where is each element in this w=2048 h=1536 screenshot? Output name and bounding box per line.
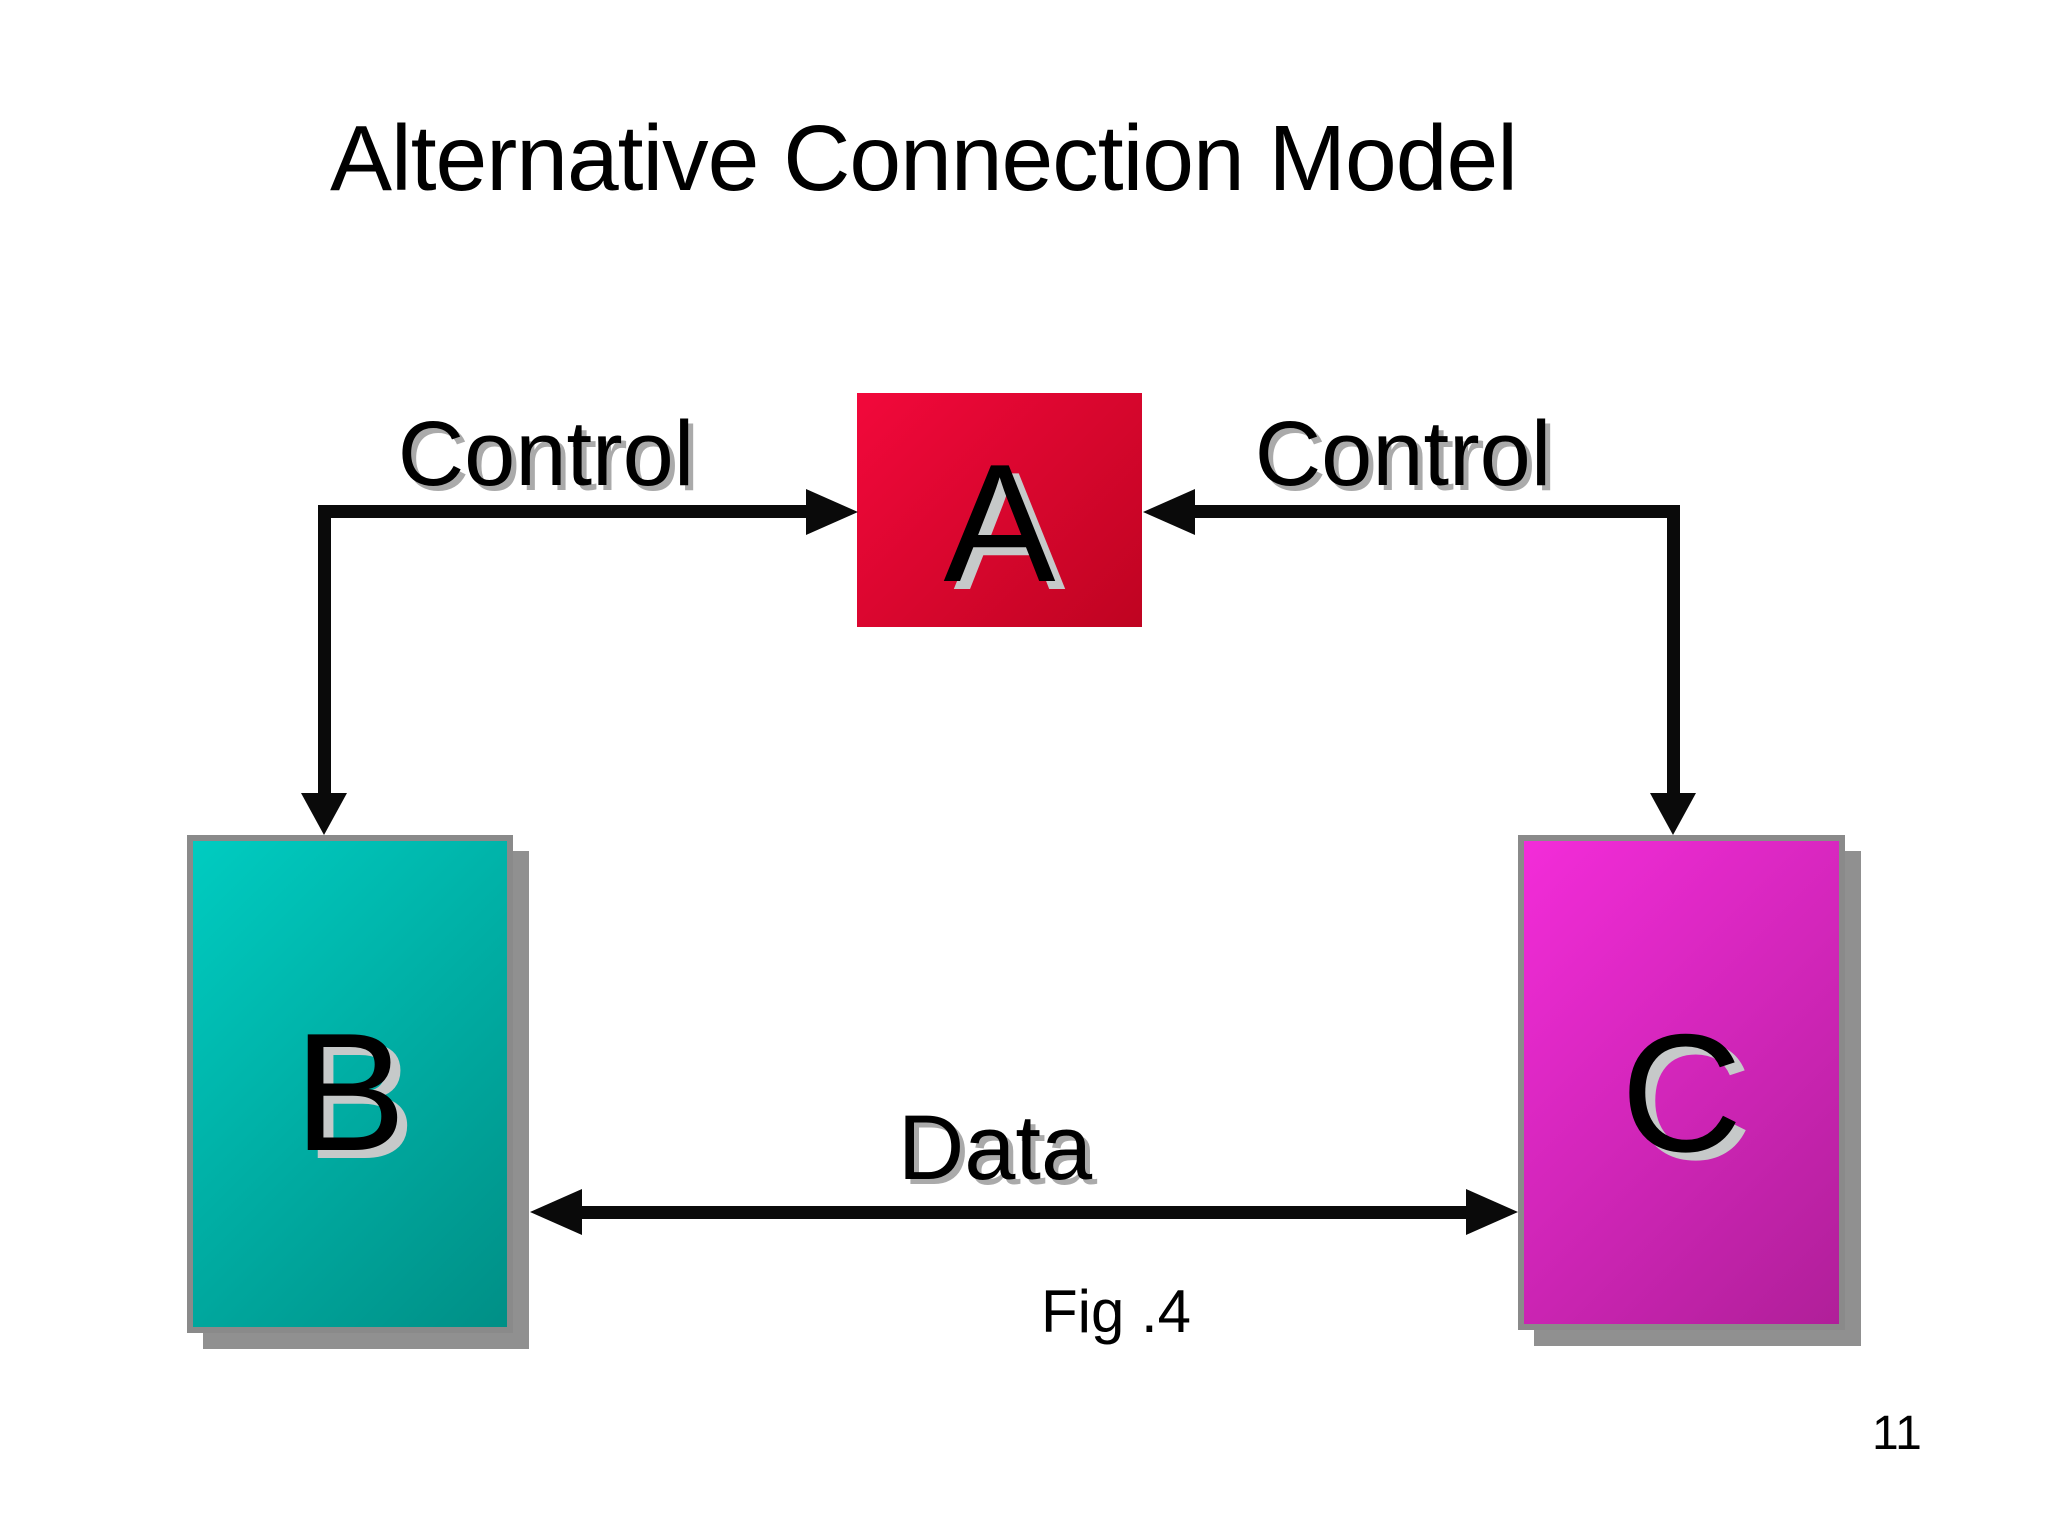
control-left-horizontal-line	[318, 505, 806, 518]
control-left-vertical-line	[318, 505, 331, 795]
node-c-label: C	[1620, 998, 1743, 1187]
page-title: Alternative Connection Model	[330, 106, 1518, 210]
page-number: 11	[1872, 1407, 1922, 1460]
control-right-horizontal-line	[1195, 505, 1680, 518]
control-right-arrowhead-to-a-icon	[1143, 489, 1195, 535]
node-b-label: B	[293, 998, 407, 1186]
edge-label-control-right: Control	[1254, 403, 1552, 505]
node-c-box: C	[1518, 835, 1845, 1330]
figure-caption: Fig .4	[1040, 1278, 1192, 1345]
data-arrowhead-to-b-icon	[530, 1189, 582, 1235]
data-arrowhead-to-c-icon	[1466, 1189, 1518, 1235]
data-horizontal-line	[582, 1206, 1466, 1219]
control-left-arrowhead-to-b-icon	[301, 793, 347, 835]
control-right-arrowhead-to-c-icon	[1650, 793, 1696, 835]
edge-label-control-left: Control	[397, 403, 695, 505]
node-a-box: A	[857, 393, 1142, 627]
node-b-box: B	[187, 835, 513, 1333]
edge-label-data: Data	[897, 1097, 1093, 1199]
control-right-vertical-line	[1667, 505, 1680, 795]
node-a-label: A	[943, 429, 1056, 617]
control-left-arrowhead-to-a-icon	[806, 489, 858, 535]
